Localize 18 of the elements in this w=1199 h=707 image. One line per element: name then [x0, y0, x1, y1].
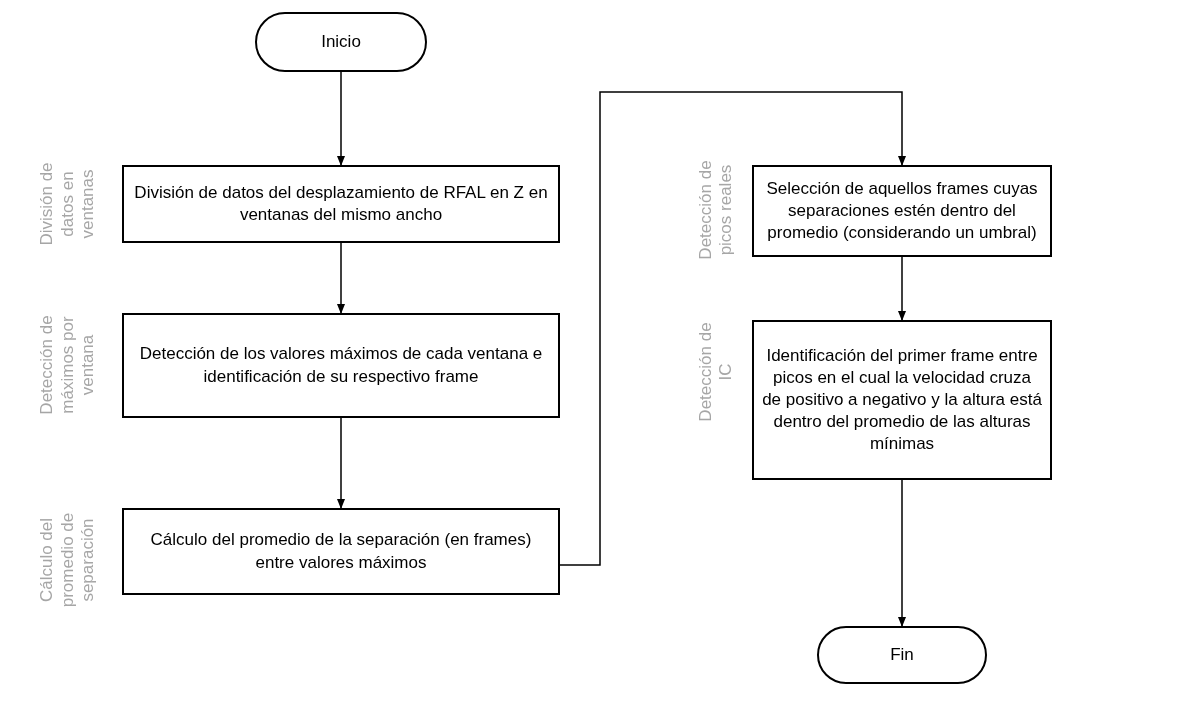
process-box: Detección de los valores máximos de cada ventana e identificación de su respectivo frame [122, 313, 560, 418]
arrow [337, 417, 345, 509]
arrow [337, 71, 345, 166]
side-label: Detección de picos reales [694, 159, 736, 262]
arrow [337, 242, 345, 314]
process-box: División de datos del desplazamiento de RFAL en Z en ventanas del mismo ancho [122, 165, 560, 243]
process-box: Selección de aquellos frames cuyas separaciones estén dentro del promedio (considerando un umbral) [752, 165, 1052, 257]
terminal-shape: Fin [817, 626, 987, 684]
side-label: Cálculo del promedio de separación [36, 511, 99, 610]
arrow [559, 91, 906, 566]
terminal-shape: Inicio [255, 12, 427, 72]
side-label: Detección de IC [694, 321, 736, 424]
arrow [898, 479, 906, 627]
process-box: Cálculo del promedio de la separación (en frames) entre valores máximos [122, 508, 560, 595]
process-box: Identificación del primer frame entre picos en el cual la velocidad cruza de positivo a negativo y la altura está dentro del promedio de las alturas mínimas [752, 320, 1052, 480]
side-label: Detección de máximos por ventana [36, 314, 99, 417]
arrow [898, 256, 906, 321]
side-label: División de datos en ventanas [36, 161, 99, 248]
